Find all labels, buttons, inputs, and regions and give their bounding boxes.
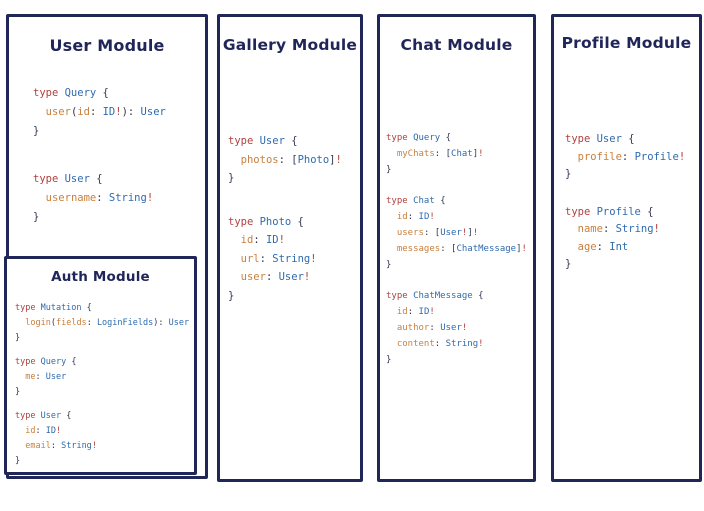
- code-line: author: User!: [396, 323, 468, 333]
- code-line: type Mutation {: [15, 303, 92, 313]
- code-line: login(fields: LoginFields): User: [25, 318, 190, 328]
- code-line: type Query {: [33, 87, 109, 99]
- code-line: me: User: [25, 372, 67, 382]
- panel-chat-module: Chat Module type Query { myChats: [Chat]…: [377, 14, 536, 482]
- panel-title-chat-module: Chat Module: [400, 36, 513, 54]
- code-block: type User { profile: Profile!}: [565, 131, 685, 184]
- code-line: profile: Profile!: [577, 150, 686, 163]
- code-line: type ChatMessage {: [386, 291, 484, 301]
- code-line: id: ID!: [25, 426, 62, 436]
- code-line: name: String!: [577, 223, 660, 235]
- code-area-chat-module: type Query { myChats: [Chat]!}type Chat …: [386, 130, 527, 383]
- code-area-auth-module: type Mutation { login(fields: LoginField…: [15, 301, 189, 478]
- panel-title-profile-module: Profile Module: [561, 34, 692, 52]
- code-line: id: ID!: [240, 234, 285, 246]
- code-area-gallery-module: type User { photos: [Photo]!}type Photo …: [228, 132, 342, 330]
- code-line: }: [33, 125, 40, 137]
- code-line: type Chat {: [386, 196, 446, 206]
- code-line: }: [15, 387, 21, 397]
- code-line: type Profile {: [565, 205, 654, 218]
- code-block: type Mutation { login(fields: LoginField…: [15, 301, 189, 346]
- code-block: type User { photos: [Photo]!}: [228, 132, 342, 188]
- code-line: user: User!: [240, 271, 311, 283]
- panel-auth-module: Auth Module type Mutation { login(fields…: [4, 256, 197, 475]
- code-block: type Chat { id: ID! users: [User!]! mess…: [386, 193, 527, 273]
- code-line: }: [565, 168, 572, 180]
- code-block: type User { username: String!}: [33, 170, 166, 227]
- code-block: type Query { user(id: ID!): User}: [33, 84, 166, 141]
- code-line: photos: [Photo]!: [240, 153, 342, 166]
- code-block: type ChatMessage { id: ID! author: User!…: [386, 288, 527, 368]
- code-line: email: String!: [25, 441, 97, 451]
- code-line: }: [386, 260, 392, 270]
- code-line: }: [33, 211, 40, 223]
- code-block: type Profile { name: String! age: Int}: [565, 204, 685, 274]
- code-line: type User {: [565, 133, 635, 145]
- code-line: }: [565, 258, 572, 270]
- code-line: age: Int: [577, 240, 629, 253]
- code-line: id: ID!: [396, 212, 435, 222]
- panel-title-user-module: User Module: [49, 36, 165, 55]
- code-line: }: [386, 355, 392, 365]
- code-line: }: [15, 333, 21, 343]
- code-line: username: String!: [45, 192, 154, 204]
- code-line: url: String!: [240, 252, 317, 265]
- code-block: type Query { me: User}: [15, 355, 189, 400]
- code-line: users: [User!]!: [396, 228, 479, 238]
- code-line: user(id: ID!): User: [45, 106, 166, 118]
- code-line: }: [228, 289, 235, 302]
- code-block: type Photo { id: ID! url: String! user: …: [228, 213, 342, 306]
- panel-gallery-module: Gallery Module type User { photos: [Phot…: [217, 14, 363, 482]
- code-line: }: [386, 165, 392, 175]
- code-block: type User { id: ID! email: String!}: [15, 409, 189, 469]
- code-line: id: ID!: [396, 307, 435, 317]
- panel-title-gallery-module: Gallery Module: [222, 36, 358, 54]
- code-line: type User {: [15, 411, 72, 421]
- code-line: messages: [ChatMessage]!: [396, 244, 527, 254]
- code-area-user-module: type Query { user(id: ID!): User}type Us…: [33, 84, 166, 256]
- code-area-profile-module: type User { profile: Profile!}type Profi…: [565, 131, 685, 294]
- code-line: type Query {: [15, 357, 77, 367]
- code-line: type User {: [228, 135, 298, 147]
- panel-profile-module: Profile Module type User { profile: Prof…: [551, 14, 702, 482]
- code-line: type User {: [33, 173, 103, 185]
- code-line: content: String!: [396, 339, 484, 349]
- panel-title-auth-module: Auth Module: [51, 269, 150, 285]
- code-line: type Query {: [386, 133, 452, 143]
- code-line: myChats: [Chat]!: [396, 149, 484, 159]
- code-line: }: [228, 172, 235, 184]
- code-block: type Query { myChats: [Chat]!}: [386, 130, 527, 178]
- code-line: }: [15, 456, 21, 466]
- code-line: type Photo {: [228, 215, 304, 228]
